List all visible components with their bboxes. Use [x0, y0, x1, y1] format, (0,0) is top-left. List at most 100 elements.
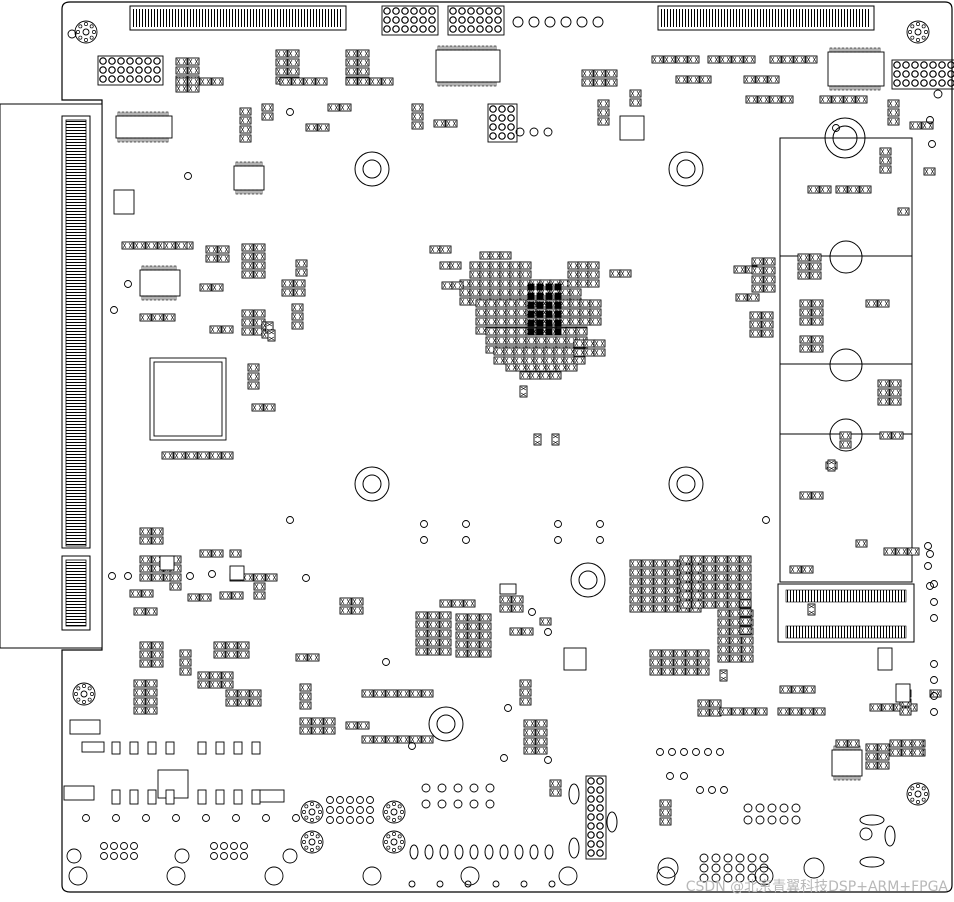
pad-mark — [242, 262, 253, 269]
pad-mark — [510, 262, 521, 269]
header-pin — [893, 79, 901, 87]
pad-mark — [416, 639, 427, 646]
passive-component — [629, 98, 642, 107]
via-ring — [743, 815, 753, 825]
bga-ball — [545, 328, 553, 336]
pin — [916, 38, 920, 42]
via-ring — [699, 863, 709, 873]
pad-mark — [254, 328, 265, 335]
bga-ball-cluster — [493, 356, 506, 365]
pad-mark — [730, 619, 741, 626]
header-pin — [485, 7, 493, 15]
passive-component — [145, 688, 158, 697]
via-ring — [382, 658, 390, 666]
pad-mark — [188, 67, 199, 74]
pad-mark — [598, 100, 609, 107]
bga-ball — [536, 292, 544, 300]
pad-mark — [186, 452, 197, 459]
ic-pin — [469, 81, 473, 87]
passive-component — [311, 717, 324, 726]
via-ring — [408, 880, 416, 888]
passive-component — [889, 379, 902, 388]
via-ring — [292, 814, 300, 822]
via-ring — [755, 803, 765, 813]
pad-mark — [480, 650, 491, 657]
bga-ball — [545, 301, 553, 309]
pin — [921, 24, 926, 29]
passive-component — [665, 586, 678, 595]
pad-mark — [894, 704, 905, 711]
pad-mark — [880, 157, 891, 164]
passive-component — [715, 591, 728, 600]
bga-ball — [545, 319, 553, 327]
via-ring — [747, 863, 757, 873]
ic-pin — [849, 85, 853, 91]
pad-mark — [134, 242, 145, 249]
pad-mark — [880, 166, 891, 173]
pin — [78, 35, 83, 40]
pad-mark — [716, 565, 727, 572]
passive-component — [897, 207, 910, 216]
ic-left-mid — [139, 269, 181, 297]
via-ring — [544, 628, 552, 636]
pad-mark — [496, 318, 507, 325]
passive-component — [715, 573, 728, 582]
ic-pin — [161, 111, 165, 117]
passive-component — [519, 697, 532, 706]
bga-ball — [554, 319, 562, 327]
passive-component — [749, 311, 762, 320]
pad-mark — [812, 318, 823, 325]
pad-mark — [200, 594, 211, 601]
pad-mark — [254, 574, 265, 581]
header-pin — [596, 831, 604, 839]
passive-component — [685, 649, 698, 658]
header-pin — [153, 66, 161, 74]
ic-pin — [465, 81, 469, 87]
passive-component — [199, 593, 212, 602]
pin — [392, 818, 396, 822]
pad-mark — [524, 348, 535, 355]
passive-component — [479, 649, 492, 658]
pad-mark — [428, 648, 439, 655]
ic-pin — [117, 111, 121, 117]
pad-mark — [242, 271, 253, 278]
pad-mark — [242, 244, 253, 251]
pad-mark — [742, 655, 753, 662]
pad-mark — [490, 289, 501, 296]
via-ring — [184, 172, 192, 180]
passive-component — [467, 640, 480, 649]
ic-pin — [141, 111, 145, 117]
pad-mark — [630, 578, 641, 585]
pad-mark — [728, 592, 739, 599]
bga-ball-cluster — [495, 327, 508, 336]
passive-component — [175, 57, 188, 66]
pad-mark — [480, 641, 491, 648]
ic-pin — [235, 189, 239, 195]
header-pin — [126, 66, 134, 74]
passive-component — [755, 707, 768, 716]
via-ring — [240, 852, 248, 860]
ic-pin — [149, 265, 153, 271]
pad-mark — [520, 262, 531, 269]
watermark-text: CSDN @北京青翼科技DSP+ARM+FPGA — [685, 879, 948, 895]
via-ring — [100, 842, 108, 850]
passive-component — [877, 743, 890, 752]
passive-component — [653, 604, 666, 613]
via-ring — [421, 783, 431, 793]
header-pin — [929, 70, 937, 78]
pad-mark — [240, 117, 251, 124]
pad-mark — [568, 271, 579, 278]
pad-mark — [382, 78, 393, 85]
component-layer — [63, 5, 954, 888]
pad-mark — [282, 280, 293, 287]
passive-component — [629, 568, 642, 577]
pad-mark — [170, 583, 181, 590]
header-pin — [920, 79, 928, 87]
via-ring — [754, 866, 774, 886]
capacitor — [147, 789, 157, 805]
bga-ball-cluster — [499, 279, 512, 288]
pad-mark — [728, 583, 739, 590]
passive-component — [719, 707, 732, 716]
pad-mark — [568, 280, 579, 287]
passive-component — [287, 58, 300, 67]
